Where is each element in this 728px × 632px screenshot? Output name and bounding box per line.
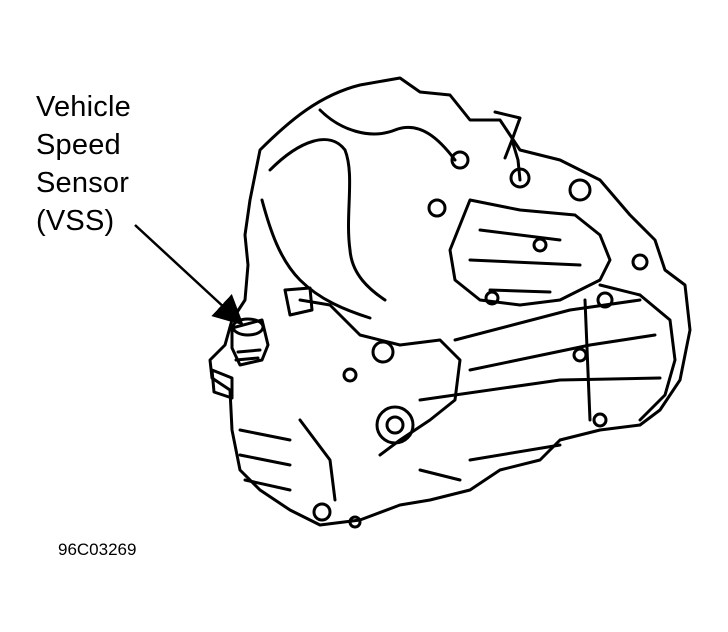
case-line-3 [418, 376, 662, 402]
end-cover-bolt-1 [596, 291, 614, 309]
shift-lever-bolt [509, 167, 531, 189]
front-bolt-2 [342, 367, 358, 383]
front-bolt-3 [312, 502, 332, 522]
case-line-4 [468, 443, 562, 462]
case-line-2 [468, 333, 657, 372]
shift-lever [493, 110, 522, 182]
callout-line-4: (VSS) [36, 205, 115, 237]
upper-plate-ribs [468, 228, 582, 294]
vss-sensor-cap [231, 317, 265, 337]
bolt-top-2 [427, 198, 447, 218]
vss-sensor-stem [234, 348, 262, 362]
left-lug [210, 368, 234, 400]
callout-line-3: Sensor [36, 167, 130, 199]
plate-bolt-2 [532, 237, 548, 253]
housing-outline [208, 76, 692, 527]
plate-bolt-1 [484, 290, 500, 306]
end-cover-bolt-2 [572, 347, 588, 363]
vss-sensor [230, 318, 270, 367]
figure-code: 96C03269 [58, 540, 137, 559]
plate-bolt-3 [631, 253, 649, 271]
bell-housing-inner [260, 198, 372, 320]
end-cover [583, 283, 677, 422]
bolt-top-1 [450, 150, 470, 170]
bolt-top-3 [568, 178, 592, 202]
vss-callout-label: Vehicle Speed Sensor (VSS) [36, 88, 131, 240]
front-bolt-4 [348, 515, 362, 529]
end-cover-bolt-3 [592, 412, 608, 428]
axle-port-inner [385, 415, 405, 435]
mount-boss [283, 286, 314, 317]
bell-housing-curve [268, 138, 387, 302]
callout-line-2: Speed [36, 129, 121, 161]
callout-line-1: Vehicle [36, 91, 131, 123]
housing-ridge [318, 108, 457, 162]
leader-arrow [134, 224, 244, 326]
axle-port [375, 405, 415, 445]
lower-front [298, 298, 462, 457]
upper-plate [448, 198, 612, 307]
lower-ribs [238, 418, 462, 502]
case-line-1 [453, 298, 642, 342]
front-bolt-1 [371, 340, 395, 364]
